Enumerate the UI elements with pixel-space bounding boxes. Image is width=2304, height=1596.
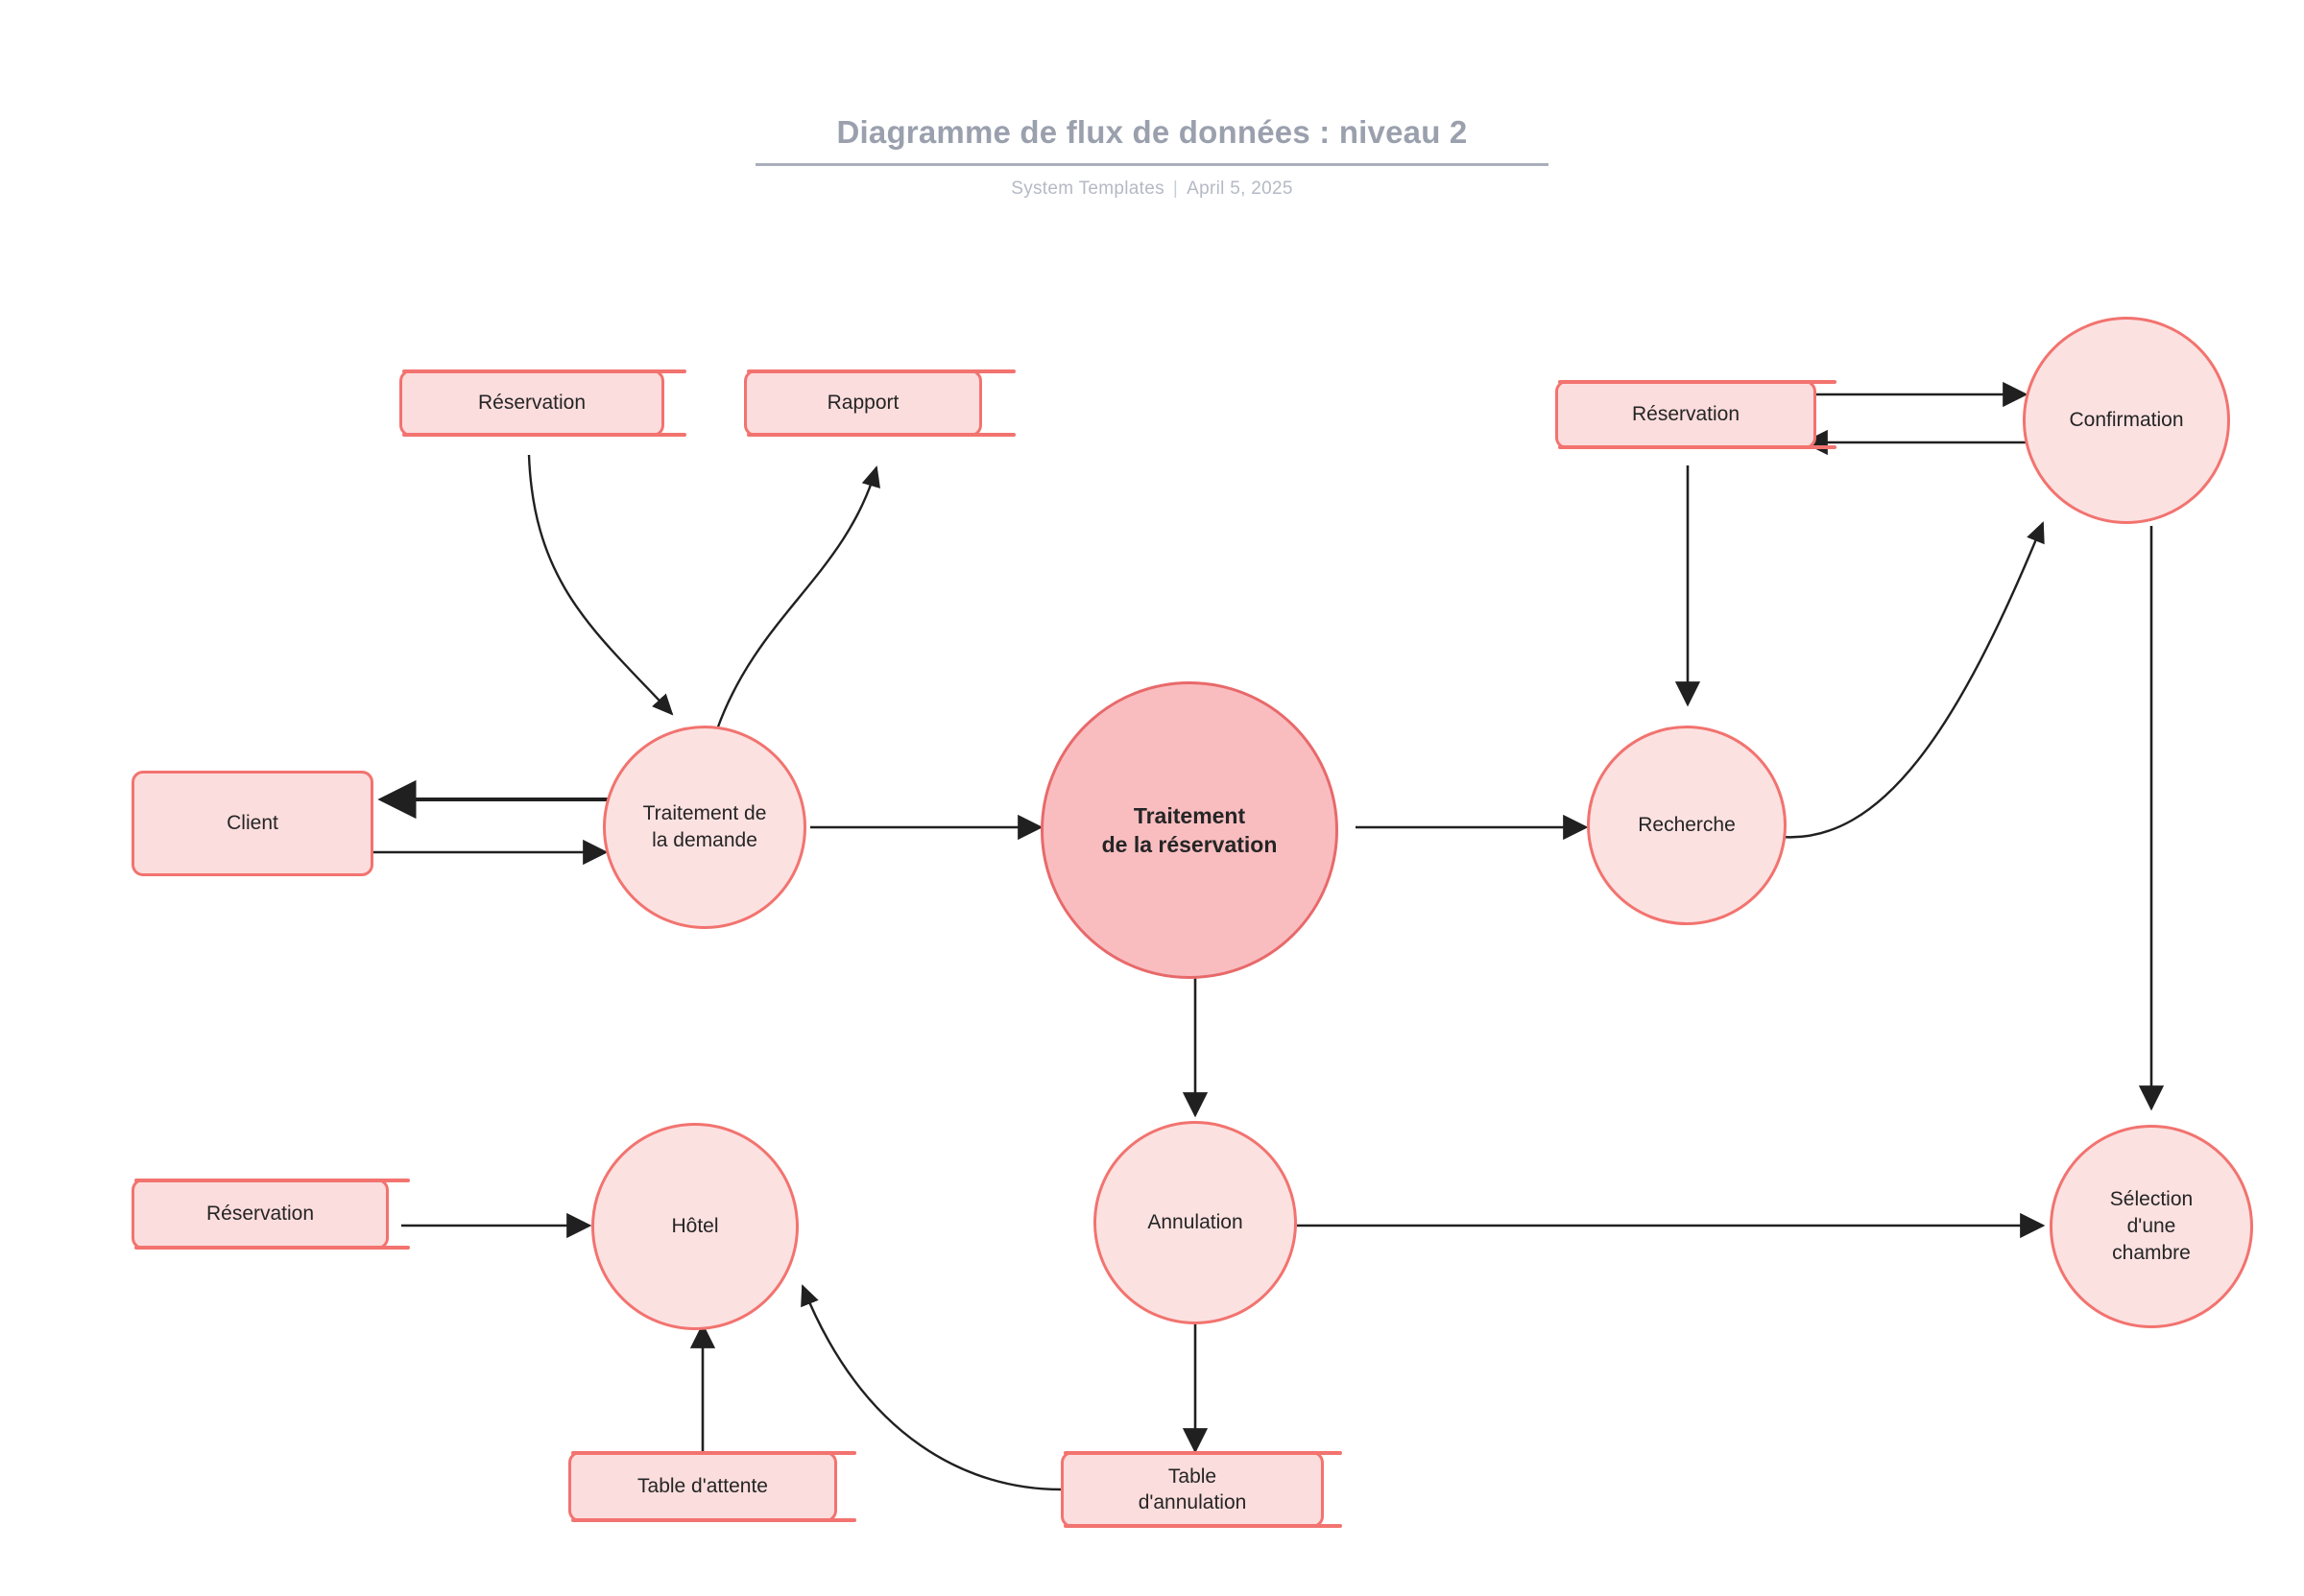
node-label: Table d'attente	[637, 1475, 768, 1498]
node-label: Réservation	[205, 1203, 315, 1226]
node-process-hotel[interactable]: Hôtel	[591, 1123, 799, 1330]
node-store-reservation-bottom[interactable]: Réservation	[132, 1179, 410, 1250]
node-store-table-annulation[interactable]: Table d'annulation	[1061, 1451, 1342, 1528]
node-label: Recherche	[1638, 814, 1736, 837]
store-rail-top	[571, 1451, 856, 1455]
node-label: Confirmation	[2069, 409, 2184, 432]
node-entity-client[interactable]: Client	[132, 771, 373, 876]
node-label: Rapport	[827, 392, 900, 415]
edge-traitement-demande-to-rapport	[715, 465, 880, 730]
store-rail-bottom	[134, 1246, 410, 1250]
node-process-traitement-reservation[interactable]: Traitement de la réservation	[1041, 681, 1338, 979]
store-rail-bottom	[747, 433, 1016, 437]
store-rail-bottom	[1064, 1524, 1342, 1528]
edge-table-annulation-to-hotel	[801, 1284, 1062, 1491]
node-store-rapport[interactable]: Rapport	[744, 369, 1016, 437]
store-rail-top	[134, 1179, 410, 1182]
document-header: Diagramme de flux de données : niveau 2 …	[0, 113, 2304, 200]
title-divider	[756, 162, 1548, 166]
page-title: Diagramme de flux de données : niveau 2	[836, 114, 1468, 150]
store-rail-top	[747, 369, 1016, 373]
store-rail-bottom	[1558, 445, 1836, 449]
node-process-traitement-demande[interactable]: Traitement de la demande	[603, 726, 806, 929]
node-label: Annulation	[1147, 1211, 1243, 1234]
edge-reservation-to-traitement-demande	[527, 454, 674, 716]
edge-recherche-to-confirmation	[1780, 521, 2045, 839]
subtitle-date: April 5, 2025	[1187, 178, 1293, 199]
store-rail-top	[402, 369, 686, 373]
node-label: Table d'annulation	[1138, 1465, 1247, 1513]
node-store-reservation-top[interactable]: Réservation	[399, 369, 686, 437]
subtitle-separator: |	[1172, 178, 1179, 199]
node-label: Traitement de la demande	[642, 802, 767, 851]
node-process-confirmation[interactable]: Confirmation	[2023, 317, 2230, 524]
node-label: Hôtel	[671, 1215, 719, 1238]
store-rail-bottom	[571, 1518, 856, 1522]
node-label: Réservation	[1631, 403, 1740, 426]
store-rail-top	[1064, 1451, 1342, 1455]
subtitle-author: System Templates	[1011, 178, 1164, 199]
node-store-table-attente[interactable]: Table d'attente	[568, 1451, 856, 1522]
node-label: Client	[227, 812, 278, 834]
node-label: Traitement de la réservation	[1101, 802, 1278, 857]
store-rail-bottom	[402, 433, 686, 437]
node-label: Réservation	[477, 392, 587, 415]
node-process-annulation[interactable]: Annulation	[1093, 1121, 1297, 1324]
store-rail-top	[1558, 380, 1836, 384]
node-label: Sélection d'une chambre	[2109, 1188, 2194, 1264]
node-store-reservation-right[interactable]: Réservation	[1555, 380, 1836, 449]
document-subtitle: System Templates | April 5, 2025	[0, 179, 2304, 200]
node-process-recherche[interactable]: Recherche	[1587, 726, 1787, 925]
node-process-selection-chambre[interactable]: Sélection d'une chambre	[2050, 1125, 2253, 1328]
